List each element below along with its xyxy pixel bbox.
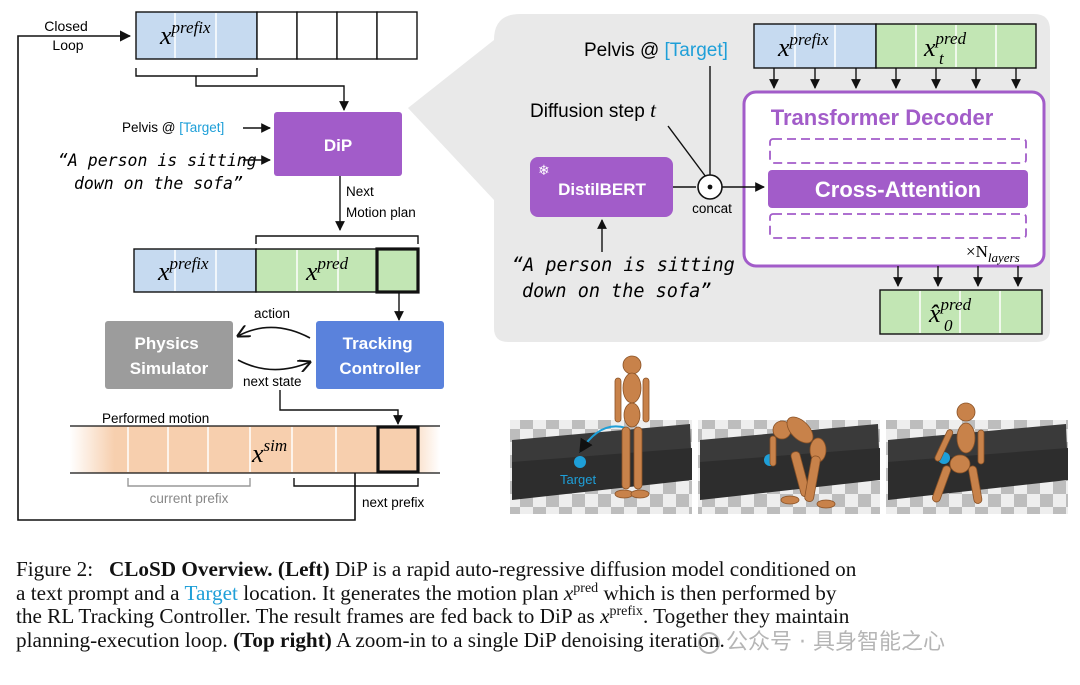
action-label: action xyxy=(254,306,290,321)
xt-sub: t xyxy=(939,49,945,68)
empty-slot xyxy=(376,11,418,60)
prefix-block-right xyxy=(753,23,877,69)
current-prefix-label: current prefix xyxy=(150,491,229,506)
text-prompt-right: “A person is sitting down on the sofa” xyxy=(512,255,746,302)
dip-label: DiP xyxy=(324,136,352,155)
xt-pred-var: xpred xyxy=(923,29,967,62)
target-marker xyxy=(574,456,586,468)
pelvis-target-right: Pelvis @ [Target] xyxy=(584,40,728,61)
snowflake-icon: ❄ xyxy=(538,163,550,179)
physics-simulator-box xyxy=(105,321,233,389)
empty-slot xyxy=(296,11,338,60)
physics-simulator-label: Physics Simulator xyxy=(130,334,209,378)
watermark: 公众号 · 具身智能之心 xyxy=(698,624,945,656)
current-prefix-bracket xyxy=(127,478,251,487)
decoder-layer-dashed xyxy=(769,138,1027,164)
distilbert-label: DistilBERT xyxy=(558,180,646,199)
next-prefix-label: next prefix xyxy=(362,495,425,510)
figure-caption: Figure 2: CLoSD Overview. (Left) DiP is … xyxy=(16,557,857,652)
empty-slot xyxy=(336,11,378,60)
pelvis-target-left: Pelvis @ [Target] xyxy=(122,120,224,135)
next-motion-plan-label: Next Motion plan xyxy=(346,184,416,220)
claosd-diagram: Closed Loop xprefix Pelvis @ [Target] “A… xyxy=(17,11,1068,521)
next-state-arrow xyxy=(237,359,310,370)
sim-var: xsim xyxy=(251,436,287,468)
distilbert-box xyxy=(530,157,673,217)
performed-motion-label: Performed motion xyxy=(102,411,209,426)
target-render-label: Target xyxy=(560,472,597,487)
closed-loop-label: Closed Loop xyxy=(44,18,91,53)
decoder-layer-dashed xyxy=(769,213,1027,239)
action-arrow xyxy=(238,327,311,339)
pred-var-mid: xpred xyxy=(305,254,349,286)
prefix-bracket xyxy=(135,68,258,77)
cross-attention-label: Cross-Attention xyxy=(815,177,981,202)
closed-loop-line xyxy=(17,30,356,521)
render-frame-2 xyxy=(698,394,880,514)
render-frame-3 xyxy=(886,394,1068,514)
next-prefix-bracket xyxy=(293,478,419,487)
caption-target-link[interactable]: Target xyxy=(184,580,238,605)
transformer-decoder-label: Transformer Decoder xyxy=(771,105,994,130)
tracking-controller-label: Tracking Controller xyxy=(339,334,421,378)
x0-pred-block xyxy=(879,289,1043,335)
wechat-icon xyxy=(698,632,720,654)
n-layers-label: ×Nlayers xyxy=(966,242,1020,265)
text-prompt-left: “A person is sitting down on the sofa” xyxy=(58,151,267,193)
prefix-var-mid: xprefix xyxy=(157,254,209,286)
sim-current-frame xyxy=(376,425,420,474)
cross-attention-box xyxy=(768,170,1028,208)
concat-label: concat xyxy=(692,201,732,216)
x0-sub: 0 xyxy=(944,316,953,335)
render-frame-1: Target xyxy=(510,355,692,514)
prefix-block-mid xyxy=(133,248,257,293)
x0-pred-var: x̂pred xyxy=(928,295,972,328)
current-frame-highlight xyxy=(375,247,420,294)
diffusion-step-label: Diffusion step t xyxy=(530,98,657,122)
dip-box xyxy=(274,112,402,176)
empty-slot xyxy=(256,11,298,60)
pred-bracket xyxy=(255,235,419,244)
prefix-var-right: xprefix xyxy=(777,30,829,62)
prefix-var-top: xprefix xyxy=(159,18,211,50)
prefix-block-top xyxy=(135,11,258,60)
tracking-controller-box xyxy=(316,321,444,389)
next-state-label: next state xyxy=(243,374,302,389)
